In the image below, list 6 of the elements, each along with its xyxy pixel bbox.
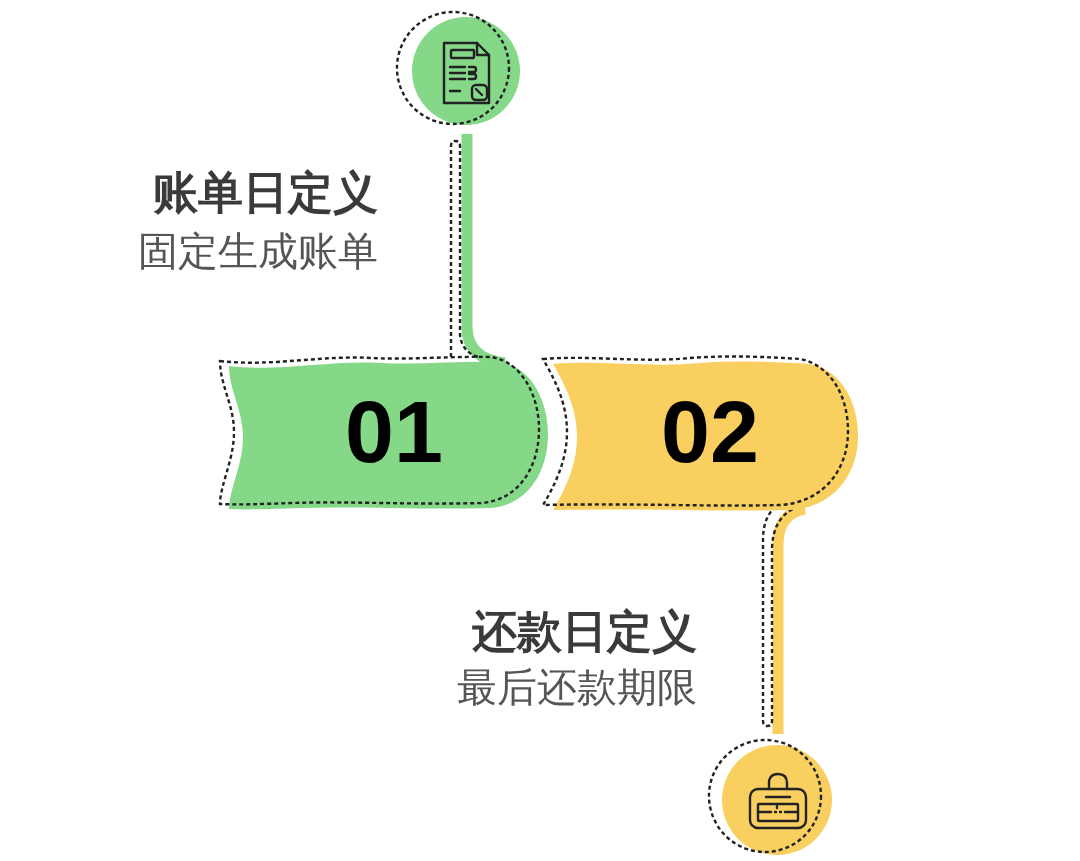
step-title: 还款日定义 xyxy=(472,609,697,654)
step-title: 账单日定义 xyxy=(153,170,378,215)
step-description: 最后还款期限 xyxy=(457,667,697,707)
step-number: 02 xyxy=(660,388,760,476)
step-description: 固定生成账单 xyxy=(138,231,378,271)
step-number: 01 xyxy=(344,388,444,476)
